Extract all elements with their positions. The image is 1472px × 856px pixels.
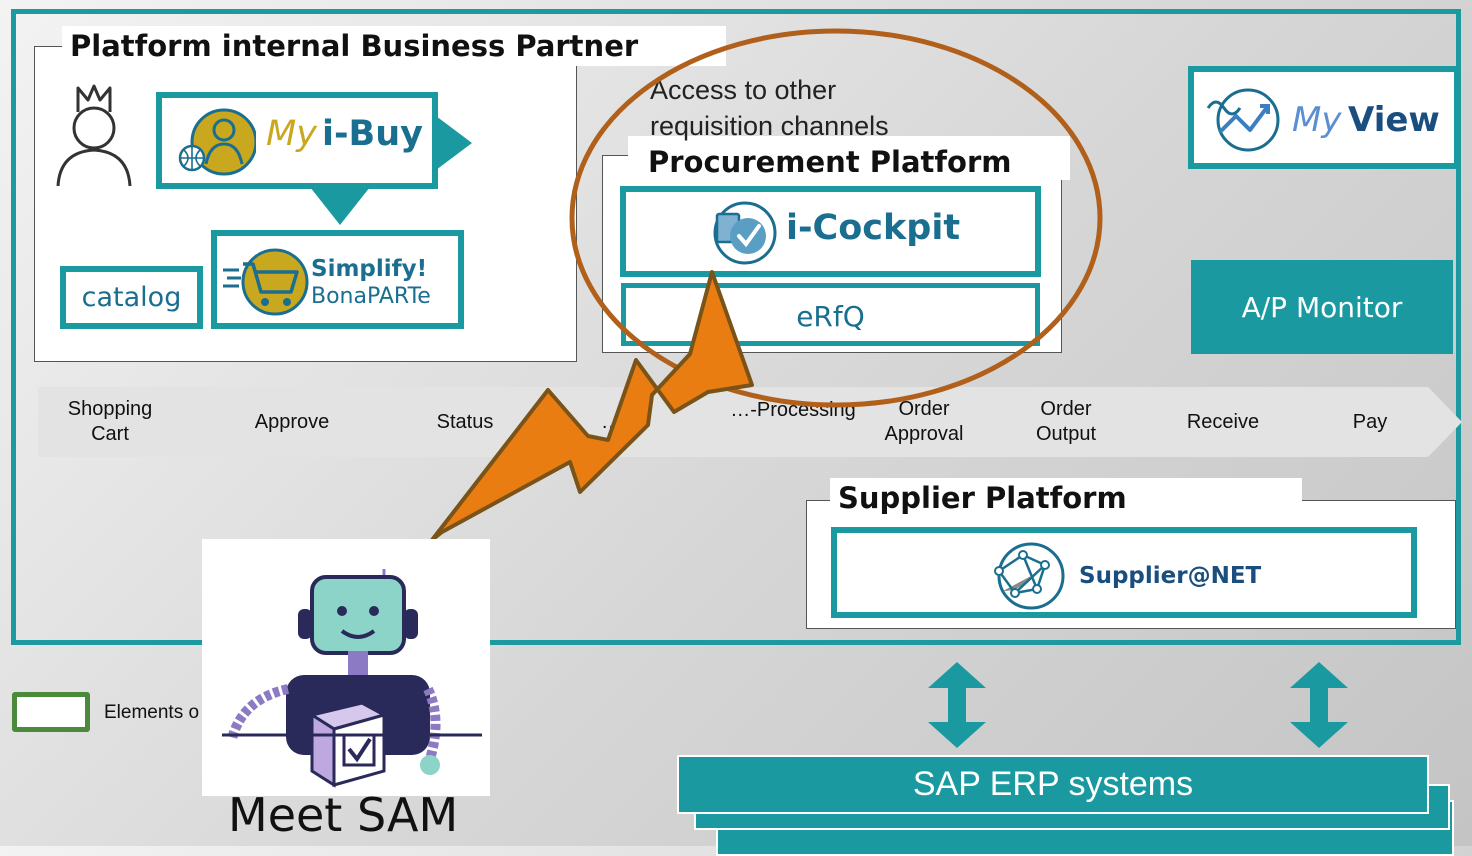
bonaparte-text: BonaPARTe	[311, 284, 431, 309]
process-step-label: Shopping Cart	[67, 398, 153, 445]
double-arrow-icon	[1290, 662, 1348, 748]
supplier-title: Supplier Platform	[830, 478, 1302, 518]
ibuy-callout-down-arrow	[310, 187, 370, 225]
process-step-shopping-cart: Shopping Cart	[38, 387, 226, 457]
icockpit-box[interactable]: i-Cockpit	[620, 186, 1041, 277]
sap-erp-label: SAP ERP systems	[912, 765, 1194, 803]
my-ibuy-my-text: My	[266, 114, 317, 154]
access-note-line2: requisition channels	[650, 111, 889, 141]
legend-swatch	[12, 692, 90, 732]
meet-sam-caption: Meet SAM	[228, 788, 459, 842]
ibuy-globe-person-icon	[178, 108, 256, 176]
erfq-label: eRfQ	[796, 300, 865, 333]
process-step-label: Approve	[254, 410, 330, 433]
suppliernet-box[interactable]: Supplier@NET	[831, 527, 1417, 618]
catalog-label: catalog	[81, 282, 182, 313]
icockpit-check-icon	[713, 201, 777, 265]
supplier-network-icon	[994, 542, 1065, 610]
simplify-text: Simplify!	[311, 256, 428, 282]
process-step-label: Order Output	[1035, 398, 1097, 445]
my-ibuy-name: i-Buy	[322, 114, 423, 154]
access-note-line1: Access to other	[650, 75, 837, 105]
robot-icon	[222, 569, 482, 788]
legend-label: Elements o	[104, 702, 200, 723]
suppliernet-label: Supplier@NET	[1079, 563, 1262, 589]
process-step-label: …-Processing	[730, 398, 856, 421]
process-step-label: Receive	[1186, 410, 1260, 433]
my-ibuy-box[interactable]: My i-Buy	[156, 92, 438, 189]
my-view-box[interactable]: My View	[1188, 66, 1460, 169]
catalog-box[interactable]: catalog	[60, 266, 203, 329]
process-step-label: Status	[436, 410, 494, 433]
shopping-cart-icon	[223, 248, 309, 316]
process-step-label: …	[601, 410, 621, 433]
platform-frame	[11, 9, 1461, 645]
icockpit-label: i-Cockpit	[786, 208, 961, 248]
business-partner-title: Platform internal Business Partner	[62, 26, 726, 66]
erfq-box[interactable]: eRfQ	[621, 283, 1040, 346]
sap-erp-systems-box[interactable]: SAP ERP systems	[677, 755, 1429, 814]
myview-my-text: My	[1292, 100, 1342, 140]
user-king-icon	[56, 84, 132, 187]
access-note: Access to other requisition channels	[650, 72, 889, 144]
simplify-bonaparte-box[interactable]: Simplify! BonaPARTe	[211, 230, 464, 329]
process-step-label: Order Approval	[884, 398, 964, 445]
double-arrow-icon	[928, 662, 986, 748]
myview-chart-icon	[1206, 88, 1280, 152]
myview-name: View	[1348, 100, 1440, 140]
sam-robot-image	[202, 539, 490, 796]
process-step-label: Pay	[1352, 410, 1388, 433]
process-step-approve: Approve	[190, 387, 394, 457]
ap-monitor-box[interactable]: A/P Monitor	[1191, 260, 1453, 354]
ibuy-callout-right-arrow	[436, 116, 472, 170]
ap-monitor-label: A/P Monitor	[1241, 290, 1403, 324]
